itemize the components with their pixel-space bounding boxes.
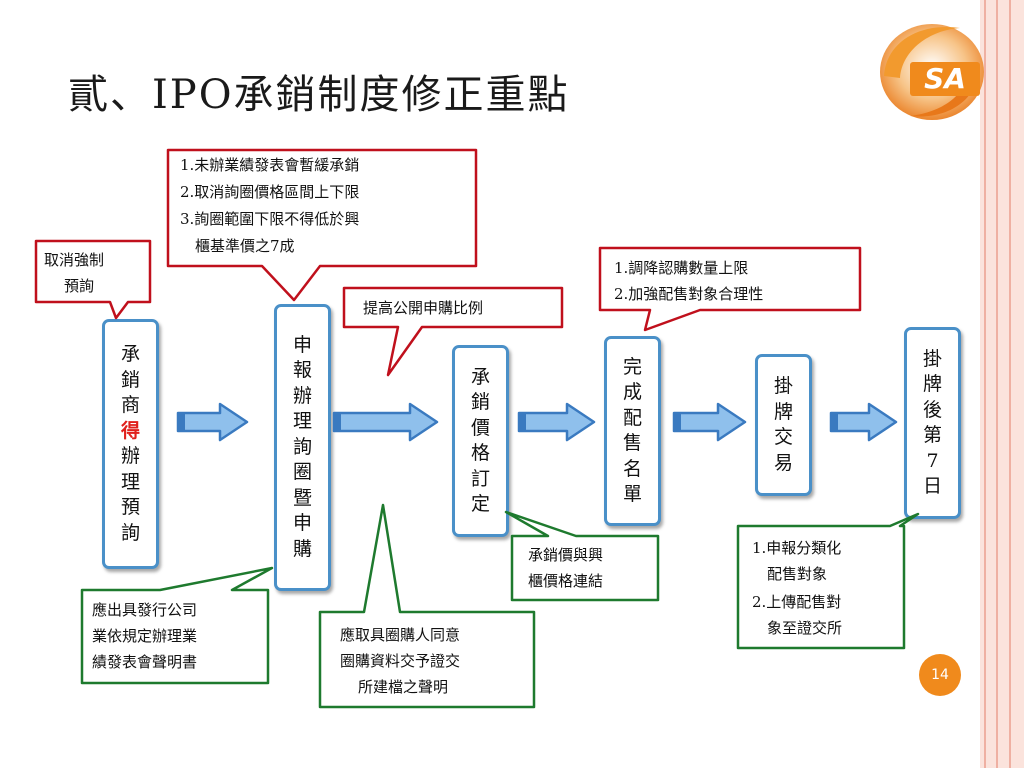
flow-step-char: 理	[120, 470, 140, 493]
flow-arrow-icon	[829, 402, 898, 442]
flow-step-listing: 掛牌交易	[755, 354, 812, 496]
flow-step-char: 後	[922, 398, 942, 421]
flow-step-listing-day7: 掛牌後第 7 日	[904, 327, 961, 519]
svg-text:SA: SA	[924, 62, 966, 95]
flow-step-char: 完	[622, 355, 642, 378]
callout-line: 1.未辦業績發表會暫緩承銷	[180, 156, 360, 174]
slide-title: 貳、IPO承銷制度修正重點	[68, 72, 570, 118]
side-stripe-line	[996, 0, 998, 768]
flow-step-char: 暨	[292, 486, 312, 509]
flow-arrow-icon	[672, 402, 747, 442]
callout-line: 1.調降認購數量上限	[614, 259, 749, 277]
callout-line: 圈購資料交予證交	[340, 652, 461, 670]
flow-step-char: 辦	[120, 445, 140, 467]
callout-line: 櫃價格連結	[528, 572, 604, 590]
flow-step-underwriter-preinquiry: 承銷商得辦理預詢	[102, 319, 159, 569]
flow-step-char: 交	[773, 426, 793, 448]
flow-step-char: 掛	[773, 375, 793, 397]
callout-line: 3.詢圈範圍下限不得低於興	[180, 210, 360, 228]
flow-arrow-icon	[176, 402, 249, 442]
company-logo: SA	[870, 14, 988, 124]
side-stripe-line	[984, 0, 986, 768]
flow-step-char: 理	[292, 410, 312, 433]
flow-step-char: 掛	[922, 347, 942, 370]
flow-arrow-icon	[332, 402, 439, 442]
flow-step-char: 配	[622, 406, 642, 429]
flow-step-char: 售	[622, 432, 642, 454]
callout-line: 績發表會聲明書	[92, 653, 198, 671]
flow-step-char: 圈	[292, 461, 312, 484]
flow-step-allocation-list: 完成配售名單	[604, 336, 661, 526]
flow-step-char: 報	[292, 359, 312, 382]
callout-line: 2.取消詢圈價格區間上下限	[180, 183, 360, 201]
flow-step-char: 承	[470, 365, 490, 388]
flow-step-char: 名	[622, 457, 642, 480]
flow-step-char: 申	[292, 333, 312, 356]
callout-line: 提高公開申購比例	[363, 299, 484, 317]
flow-step-char: 日	[922, 475, 942, 497]
callout-line: 2.加強配售對象合理性	[614, 285, 764, 303]
flow-step-char: 牌	[773, 400, 793, 423]
callout-line: 2.上傳配售對	[752, 593, 842, 611]
flow-step-char: 第	[922, 424, 942, 446]
flow-step-char: 易	[773, 451, 793, 474]
flow-step-char: 價	[470, 416, 490, 439]
flow-step-char: 預	[120, 496, 140, 518]
callout-line: 預詢	[64, 277, 95, 295]
flow-step-char: 承	[120, 343, 140, 365]
callout-line: 取消強制	[44, 251, 105, 269]
callout-line: 1.申報分類化	[752, 539, 842, 557]
flow-step-char: 訂	[470, 467, 490, 490]
flow-arrow-icon	[517, 402, 596, 442]
flow-step-char: 詢	[292, 435, 312, 458]
flow-step-char: 辦	[292, 384, 312, 407]
flow-step-char: 格	[470, 442, 490, 464]
callout-line: 所建檔之聲明	[358, 678, 449, 696]
flow-step-char: 得	[120, 419, 140, 442]
callout-line: 象至證交所	[752, 619, 843, 637]
flow-step-char: 申	[292, 512, 312, 535]
flow-step-char: 成	[622, 381, 642, 403]
flow-step-char: 銷	[120, 368, 140, 391]
callout-line: 承銷價與興	[528, 546, 604, 564]
flow-step-char: 定	[470, 493, 490, 515]
flow-step-char: 商	[120, 394, 140, 416]
flow-step-char: 單	[622, 483, 642, 505]
page-number-badge: 14	[919, 654, 961, 696]
flow-step-char: 7	[926, 449, 939, 472]
flow-step-char: 銷	[470, 391, 490, 413]
callout-line: 配售對象	[752, 565, 828, 583]
flow-step-bookbuilding-subscription: 申報辦理詢圈暨申購	[274, 304, 331, 591]
side-stripe-band	[980, 0, 1024, 768]
callout-line: 應出具發行公司	[92, 601, 198, 619]
flow-step-price-setting: 承銷價格訂定	[452, 345, 509, 537]
side-stripe-line	[1009, 0, 1011, 768]
callout-line: 櫃基準價之7成	[180, 237, 295, 255]
flow-step-char: 牌	[922, 373, 942, 395]
callout-line: 應取具圈購人同意	[340, 626, 461, 644]
callout-line: 業依規定辦理業	[92, 627, 198, 645]
flow-step-char: 購	[292, 537, 312, 560]
flow-step-char: 詢	[120, 521, 140, 544]
